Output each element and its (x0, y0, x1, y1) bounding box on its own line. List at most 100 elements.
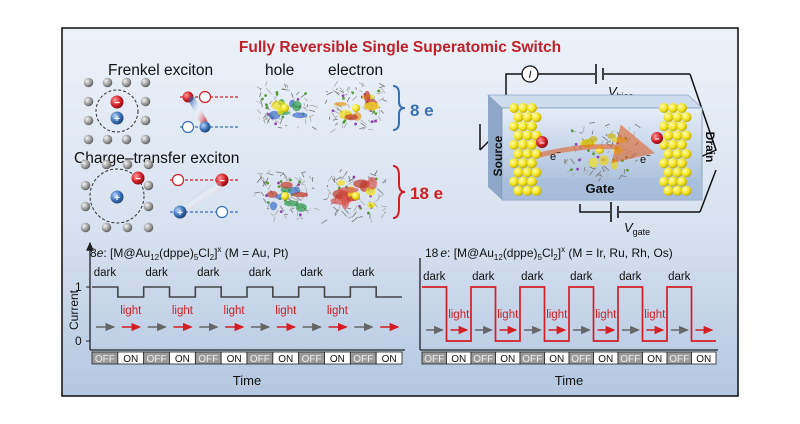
gold-atom (677, 140, 687, 150)
orbital-lobe (364, 102, 380, 111)
switch-state-label: ON (123, 354, 138, 365)
gold-atom (664, 112, 674, 122)
orbital-lobe (292, 192, 308, 197)
dark-label: dark (472, 271, 495, 283)
gold-atom (527, 140, 537, 150)
ligand-atom (281, 116, 284, 119)
orbital-lobe (338, 187, 359, 193)
lattice-site (81, 223, 91, 233)
light-label: light (644, 309, 666, 321)
orbital-lobe (367, 202, 375, 208)
ligand-atom (592, 152, 595, 155)
gold-atom (514, 112, 524, 122)
ligand-atom (367, 212, 370, 215)
ligand-atom (372, 110, 375, 113)
ligand-atom (625, 156, 628, 159)
svg-text:−: − (114, 98, 120, 109)
lattice-site (123, 223, 133, 233)
gold-atom (664, 149, 674, 159)
gold-atom (664, 186, 674, 196)
lattice-site (103, 78, 113, 88)
gold-atom (523, 149, 533, 159)
gold-atom (668, 121, 678, 131)
gold-atom (682, 149, 692, 159)
gold-core (281, 104, 289, 112)
ligand-atom (277, 182, 280, 185)
gold-atom (509, 140, 519, 150)
svg-text:I: I (528, 69, 531, 81)
gold-atom (532, 112, 542, 122)
orbital-lobe (292, 101, 302, 111)
gold-core (281, 192, 289, 200)
gold-atom (682, 167, 692, 177)
frenkel-exciton-label: Frenkel exciton (108, 62, 213, 79)
switch-state-label: OFF (571, 354, 591, 365)
gate-label: Gate (586, 181, 615, 196)
plot-8e-ytick-0: 0 (75, 334, 82, 348)
switch-state-label: OFF (669, 354, 689, 365)
light-label: light (327, 305, 349, 317)
gold-atom (673, 131, 683, 141)
ligand-atom (265, 104, 268, 107)
gold-atom (682, 186, 692, 196)
gold-atom (682, 131, 692, 141)
svg-text:+: + (114, 193, 120, 204)
lattice-site (81, 181, 91, 191)
ligand-atom (571, 129, 574, 132)
ligand-atom (597, 156, 600, 159)
electron-label: electron (328, 62, 383, 79)
gold-atom (673, 149, 683, 159)
source-label: Source (491, 135, 505, 176)
switch-state-label: ON (227, 354, 242, 365)
gold-atom (523, 167, 533, 177)
ligand-bond (285, 214, 288, 215)
dark-label: dark (619, 271, 642, 283)
dark-label: dark (423, 271, 446, 283)
dark-label: dark (570, 271, 593, 283)
drain-label: Drain (703, 132, 717, 163)
gold-atom (527, 103, 537, 113)
orbital-lobe (341, 194, 349, 209)
orbital-lobe (599, 155, 609, 165)
light-label: light (595, 309, 617, 321)
plot-8e-caption: 8e: [M@Au12(dppe)5Cl2]x (M = Au, Pt) (90, 245, 288, 262)
ligand-bond (382, 86, 383, 87)
svg-text:+: + (177, 208, 183, 219)
gold-atom (664, 167, 674, 177)
gold-atom (677, 177, 687, 187)
ligand-atom (576, 168, 579, 171)
switch-state-label: ON (175, 354, 190, 365)
light-label: light (224, 305, 246, 317)
ligand-atom (352, 176, 355, 179)
electron-count-18e: 18 e (410, 184, 443, 203)
switch-state-label: OFF (302, 354, 322, 365)
lattice-site (123, 160, 133, 170)
dark-label: dark (249, 267, 272, 279)
gold-atom (509, 158, 519, 168)
ligand-atom (578, 159, 581, 162)
ligand-atom (342, 97, 345, 100)
gold-atom (527, 158, 537, 168)
ligand-atom (354, 123, 357, 126)
gold-atom (677, 103, 687, 113)
ligand-atom (358, 205, 361, 208)
ligand-atom (264, 94, 267, 97)
ligand-atom (276, 93, 279, 96)
ligand-atom (342, 121, 345, 124)
gold-atom (659, 158, 669, 168)
light-label: light (172, 305, 194, 317)
ligand-atom (332, 109, 335, 112)
orbital-lobe (364, 91, 370, 102)
plot-8e-y-label: Current (67, 289, 81, 330)
lattice-site (84, 97, 94, 107)
switch-state-label: OFF (424, 354, 444, 365)
switch-state-label: ON (696, 354, 711, 365)
switch-state-label: OFF (473, 354, 493, 365)
gold-atom (659, 177, 669, 187)
orbital-lobe (280, 182, 292, 189)
gold-atom (673, 186, 683, 196)
